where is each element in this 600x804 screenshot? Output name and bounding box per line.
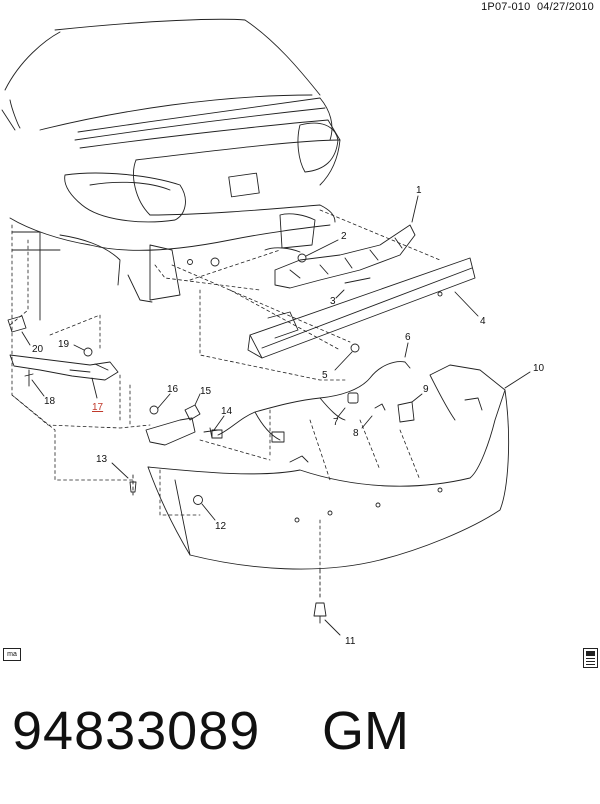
part-8-clip [361,403,386,429]
exploded-bumper-diagram: 1 2 3 4 5 6 7 8 9 10 11 12 13 14 15 16 1… [1,18,545,647]
callout-16: 16 [167,384,179,395]
service-manual-icon [583,648,598,668]
callout-9: 9 [423,384,429,395]
diagram-date: 04/27/2010 [536,1,594,13]
callout-18: 18 [44,396,56,407]
callout-6: 6 [405,332,411,343]
callout-labels: 1 2 3 4 5 6 7 8 9 10 11 12 13 14 15 16 1… [32,185,545,647]
part-17-side-bracket [9,354,119,399]
ma-badge-label: ma [7,651,17,658]
part-13-screw [111,462,137,496]
part-7-sensor [336,392,359,419]
part-11-push-pin [313,569,341,636]
part-5-nut [334,343,360,371]
callout-20: 20 [32,344,44,355]
callout-11: 11 [345,636,356,647]
callout-19: 19 [58,339,70,350]
part-number: 94833089 [12,701,261,761]
vehicle-rear-body [1,18,341,321]
callout-2: 2 [341,231,347,242]
ma-badge-icon: ma [3,648,21,661]
callout-1: 1 [416,185,422,196]
part-12-grommet [193,495,216,521]
part-10-bumper-fascia [147,364,531,570]
part-6-wiring-harness [211,342,411,443]
callout-7: 7 [333,417,339,428]
callout-13: 13 [96,454,108,465]
callout-3: 3 [330,296,336,307]
part-15-module [145,393,201,446]
part-3-bolt [335,277,371,299]
part-14-clip [203,415,225,439]
part-2-fastener [297,239,339,263]
callout-12: 12 [215,521,227,532]
part-18-screw [24,369,45,397]
part-9-bracket [397,393,423,423]
callout-4: 4 [480,316,486,327]
part-19-nut [73,344,93,357]
diagram-header: 1P07-010 04/27/2010 [481,1,594,13]
callout-17: 17 [92,402,104,413]
callout-10: 10 [533,363,545,374]
part-20-retainer [7,315,31,346]
callout-14: 14 [221,406,233,417]
reference-code: 1P07-010 [481,1,531,13]
part-1-energy-absorber [274,195,419,289]
part-16-fastener [149,393,171,415]
assembly-guide-lines [9,209,441,571]
part-4-impact-bar [247,257,479,359]
callout-8: 8 [353,428,359,439]
brand-name: GM [322,701,409,761]
callout-5: 5 [322,370,328,381]
callout-15: 15 [200,386,212,397]
